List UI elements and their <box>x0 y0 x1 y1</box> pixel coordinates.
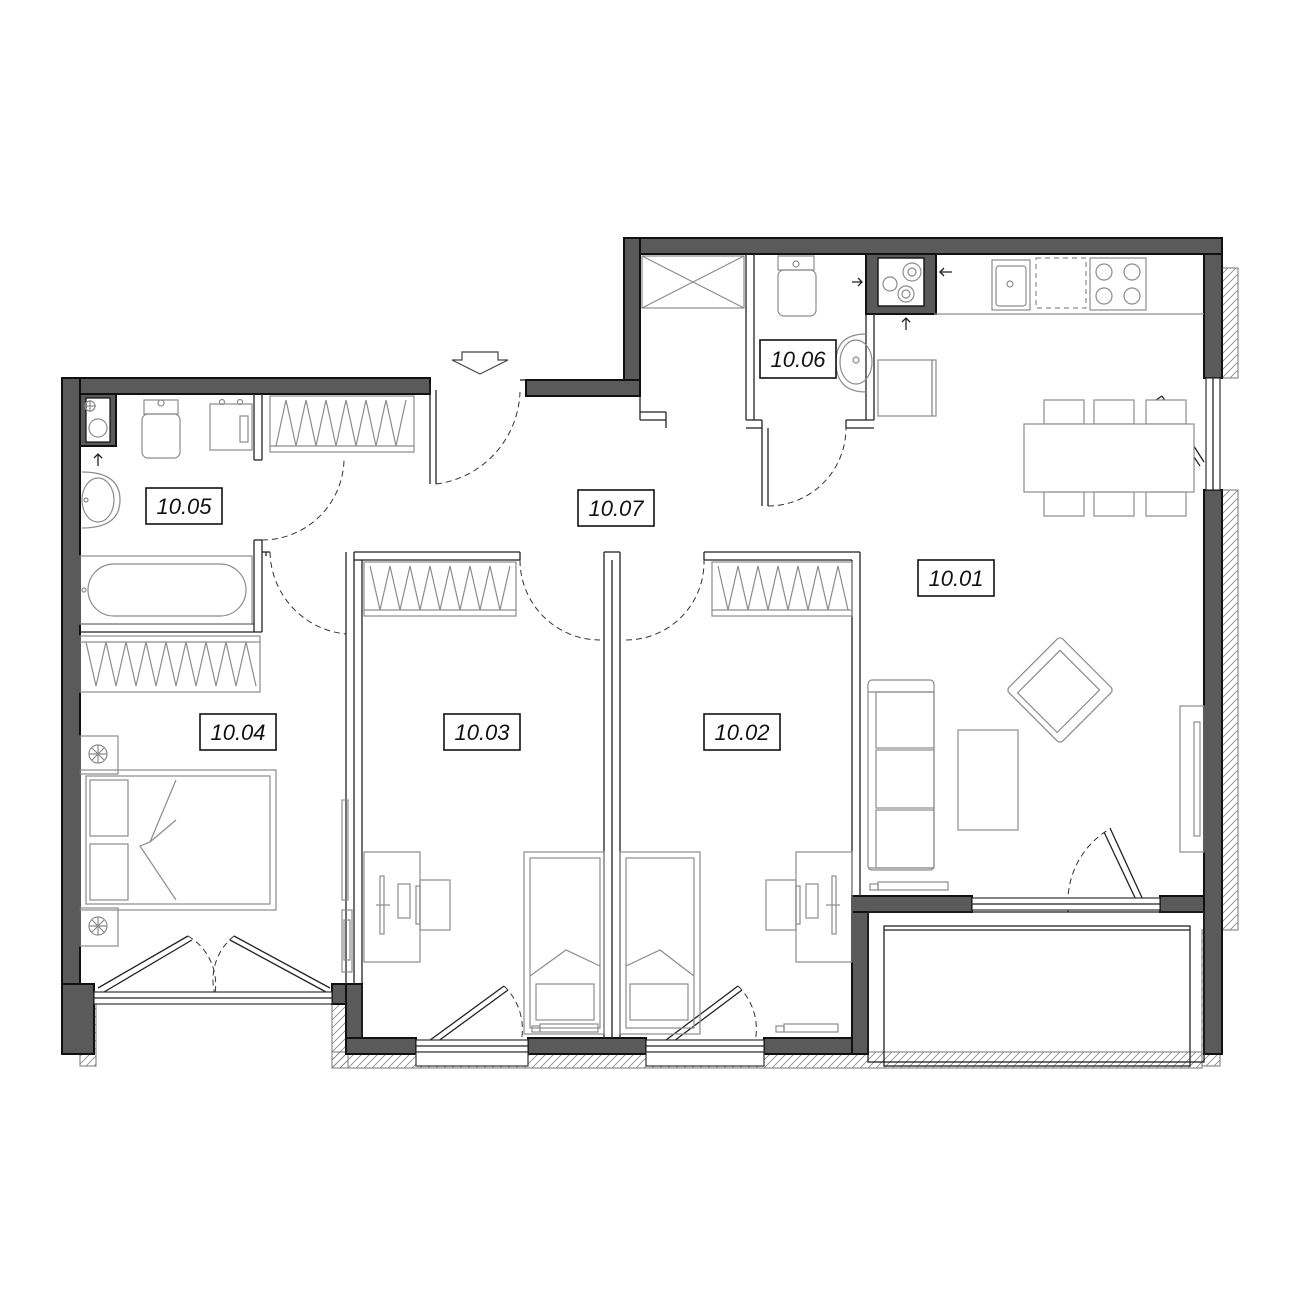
vent-arrow-icon <box>939 267 952 277</box>
living-furniture <box>867 637 1205 891</box>
windows <box>93 377 1221 1067</box>
vent-arrow-icon <box>93 453 103 466</box>
stove-icon <box>1089 257 1147 311</box>
sink-icon <box>209 398 253 451</box>
room-label-10-07: 10.07 <box>577 489 655 527</box>
desk-icon <box>363 851 451 963</box>
wardrobe-icon <box>79 255 853 693</box>
room-label-10-06: 10.06 <box>759 339 837 379</box>
room-label-text: 10.01 <box>928 566 983 591</box>
room-label-10-03: 10.03 <box>443 713 521 751</box>
room-label-10-04: 10.04 <box>199 713 277 751</box>
sink-icon <box>81 471 121 529</box>
armchair-icon <box>1007 637 1113 743</box>
bedroom-03-furniture <box>363 851 605 1035</box>
bedroom-02-furniture <box>619 851 853 1035</box>
vent-arrow-icon <box>901 317 911 330</box>
doors <box>97 391 1205 1051</box>
bed-icon <box>619 851 701 1035</box>
balcony <box>867 911 1205 1067</box>
vent-icon <box>88 418 108 438</box>
bathroom-fixtures <box>79 398 253 625</box>
partitions <box>80 254 1204 1038</box>
toilet-icon <box>141 399 181 459</box>
room-label-text: 10.05 <box>156 494 212 519</box>
room-label-10-05: 10.05 <box>145 487 223 525</box>
radiator-icon <box>775 1023 839 1033</box>
dining-table-icon <box>1023 399 1195 517</box>
room-label-text: 10.06 <box>770 347 826 372</box>
kitchen <box>991 257 1147 311</box>
bed-icon <box>523 851 605 1035</box>
desk-icon <box>765 851 853 963</box>
entrance-arrow-icon <box>451 351 509 375</box>
vent-arrow-icon <box>852 277 863 287</box>
bathtub-icon <box>79 555 253 625</box>
room-label-text: 10.03 <box>454 720 510 745</box>
room-label-10-02: 10.02 <box>703 713 781 751</box>
bedroom-master-furniture <box>79 735 353 973</box>
bed-icon <box>79 769 277 911</box>
radiator-icon <box>531 1023 599 1033</box>
room-label-10-01: 10.01 <box>917 559 995 597</box>
tv-unit-icon <box>1179 705 1205 853</box>
toilet-icon <box>777 255 817 317</box>
radiator-icon <box>869 881 949 891</box>
sofa-icon <box>867 679 935 871</box>
room-label-text: 10.04 <box>210 720 265 745</box>
walls <box>61 237 1223 1055</box>
coffee-table-icon <box>957 729 1019 831</box>
room-label-text: 10.07 <box>588 496 644 521</box>
room-label-text: 10.02 <box>714 720 769 745</box>
